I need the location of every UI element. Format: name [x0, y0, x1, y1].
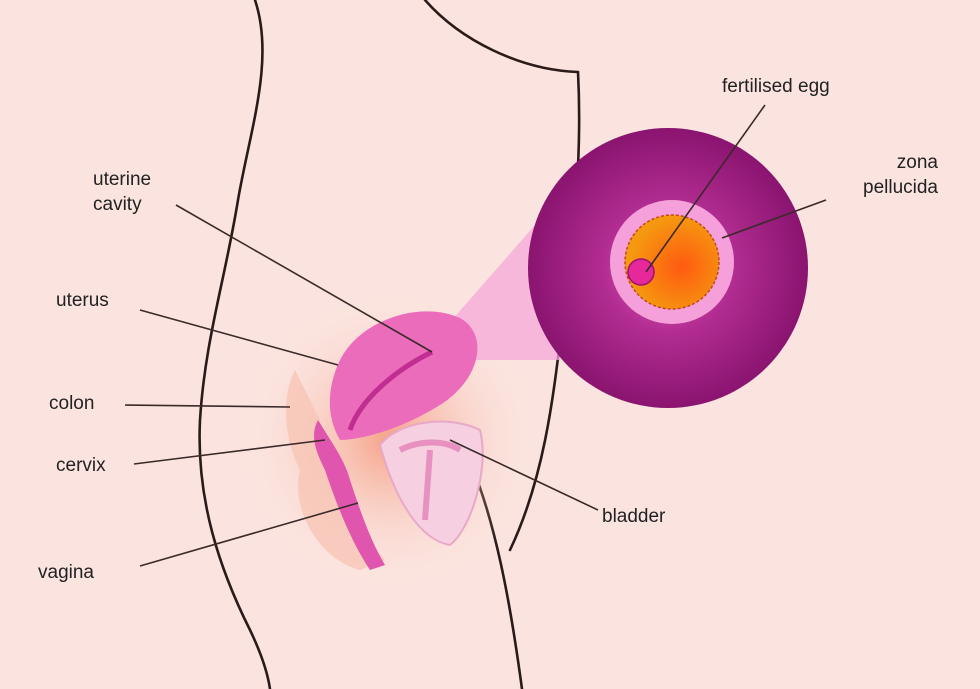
label-uterus: uterus	[56, 290, 109, 311]
leader-fertilised-egg	[645, 104, 766, 273]
fertilised-egg-dot	[627, 258, 655, 286]
leader-cervix	[133, 439, 326, 465]
label-cavity-line2: cavity	[93, 194, 142, 215]
leader-bladder	[449, 439, 599, 511]
leader-zona	[721, 199, 827, 239]
leader-uterine-cavity	[175, 204, 433, 353]
label-zona-line2: pellucida	[863, 177, 938, 198]
uterine-cavity-shape	[347, 349, 434, 431]
leader-uterus	[139, 309, 339, 366]
body-outline-top	[423, 0, 580, 74]
cervix-vagina-shape	[314, 420, 385, 570]
colon-shape	[285, 370, 385, 570]
label-colon: colon	[49, 393, 94, 414]
uterus-shape	[329, 311, 478, 440]
body-outline-left	[198, 0, 272, 689]
label-cervix: cervix	[56, 455, 106, 476]
label-vagina: vagina	[38, 562, 94, 583]
label-zona-line1: zona	[897, 152, 939, 173]
leader-colon	[124, 404, 291, 408]
fertilised-egg-shape	[624, 214, 720, 310]
bladder-inner	[398, 439, 462, 521]
bladder-shape	[378, 420, 484, 547]
label-cavity-line1: uterine	[93, 169, 151, 190]
label-bladder: bladder	[602, 506, 666, 527]
leader-vagina	[139, 502, 359, 567]
label-fertilised-egg: fertilised egg	[722, 76, 830, 97]
